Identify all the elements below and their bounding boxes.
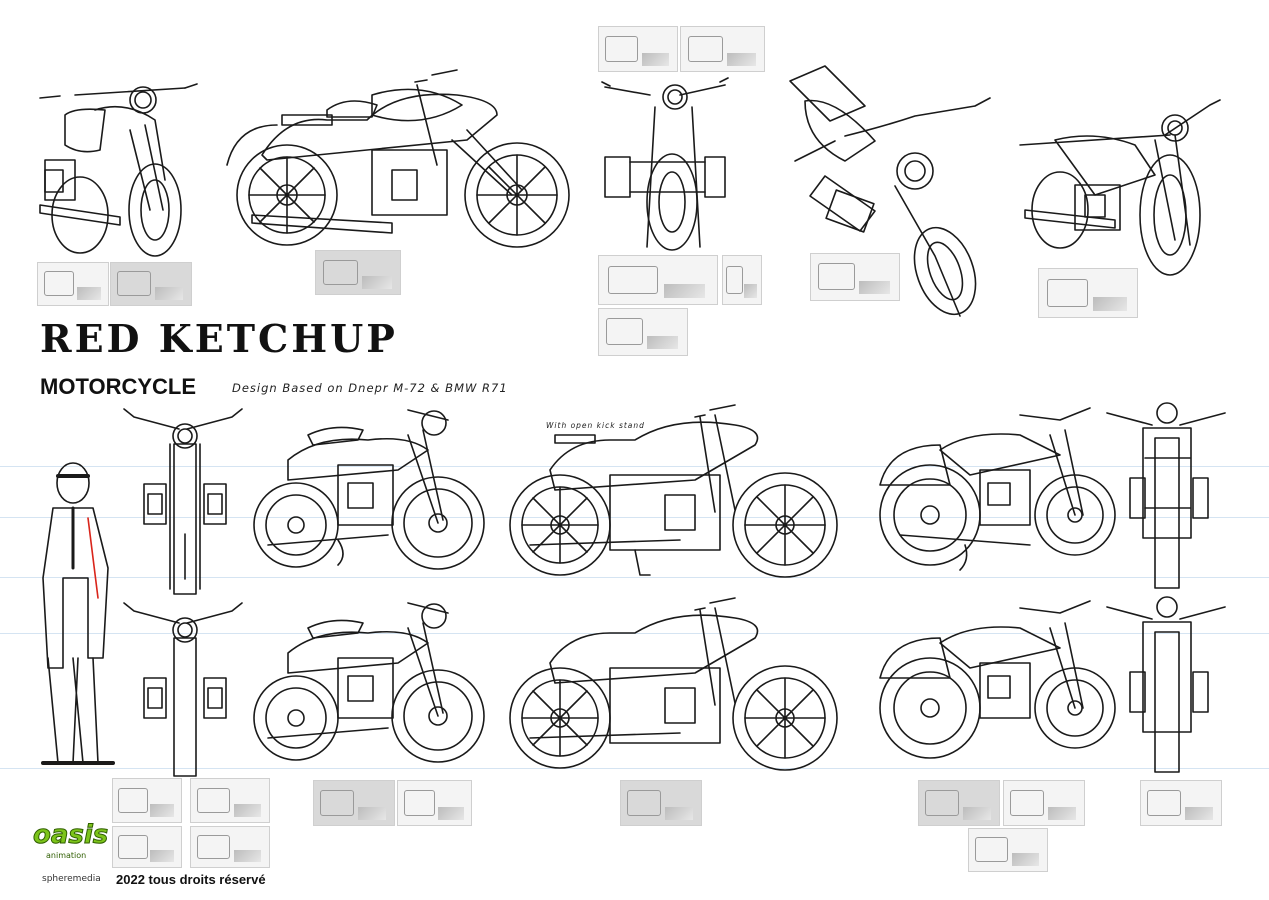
storyboard-thumbnail [598, 308, 688, 356]
character-red-ketchup-drawing [41, 462, 115, 765]
storyboard-thumbnail [810, 253, 900, 301]
bike-side-three-quarter-drawing [253, 409, 485, 570]
storyboard-thumbnail [680, 26, 765, 72]
storyboard-thumbnail [1140, 780, 1222, 826]
oasis-logo-sub: animation [46, 851, 87, 860]
storyboard-thumbnail [315, 250, 401, 295]
bike-rear-three-quarter-drawing-2 [879, 600, 1116, 759]
copyright-text: 2022 tous droits réservé [116, 872, 266, 887]
bike-side-ortho-kickstand-drawing [509, 404, 838, 578]
bike-rear-three-quarter-drawing [879, 407, 1116, 571]
storyboard-thumbnail [1003, 780, 1085, 826]
storyboard-thumbnail [190, 778, 270, 823]
storyboard-thumbnail [190, 826, 270, 868]
bike-rear-angle-drawing [789, 65, 991, 317]
bike-side-view-drawing [226, 69, 570, 248]
sheet-subtitle: MOTORCYCLE [40, 374, 197, 399]
oasis-logo: oasis [32, 820, 109, 851]
storyboard-thumbnail [620, 780, 702, 826]
storyboard-thumbnail [598, 26, 678, 72]
sheet-title: RED KETCHUP [40, 316, 398, 361]
design-note: Design Based on Dnepr M-72 & BMW R71 [232, 381, 508, 395]
storyboard-thumbnail [598, 255, 718, 305]
guide-line [0, 577, 1269, 578]
kickstand-note: With open kick stand [546, 421, 645, 430]
storyboard-thumbnail [112, 826, 182, 868]
guide-line [0, 466, 1269, 467]
storyboard-thumbnail [112, 778, 182, 823]
bike-front-three-quarter-drawing [39, 83, 198, 257]
storyboard-thumbnail [1038, 268, 1138, 318]
partner-logo: spheremedia [42, 874, 101, 884]
bike-front-ortho-drawing [123, 408, 243, 595]
storyboard-thumbnail [397, 780, 472, 826]
bike-rear-ortho-drawing [1106, 402, 1226, 589]
storyboard-thumbnail [918, 780, 1000, 826]
guide-line [0, 517, 1269, 518]
bike-side-three-quarter-drawing-2 [253, 602, 485, 763]
storyboard-thumbnail [37, 262, 109, 306]
bike-rear-ortho-drawing-2 [1106, 596, 1226, 773]
bike-front-ortho-drawing-2 [123, 602, 243, 777]
storyboard-thumbnail [110, 262, 192, 306]
storyboard-thumbnail [722, 255, 762, 305]
storyboard-thumbnail [313, 780, 395, 826]
storyboard-thumbnail [968, 828, 1048, 872]
guide-line [0, 768, 1269, 769]
bike-side-ortho-drawing-2 [509, 597, 838, 771]
bike-front-view-drawing [601, 77, 729, 251]
bike-front-three-quarter-right-drawing [1019, 99, 1221, 276]
